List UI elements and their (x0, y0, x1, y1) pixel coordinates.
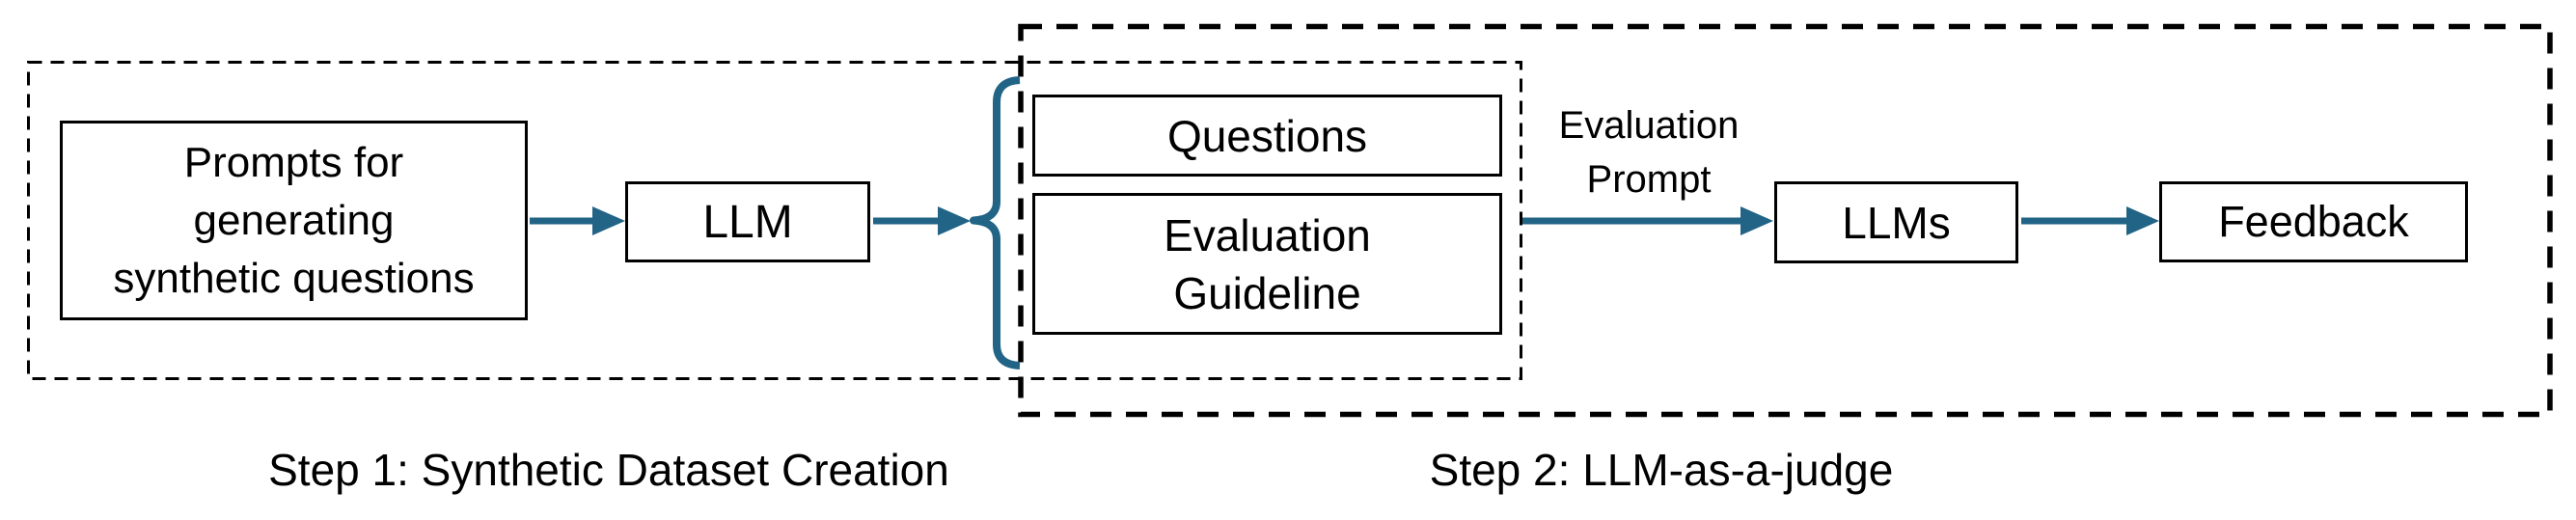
llms-label: LLMs (1842, 197, 1951, 248)
step2-caption: Step 2: LLM-as-a-judge (1429, 445, 1894, 495)
arrowhead-icon (2126, 206, 2159, 235)
step1-dashed-border (27, 61, 1522, 380)
guideline-line: Evaluation (1164, 209, 1371, 260)
prompts-node: Prompts for generating synthetic questio… (60, 121, 528, 320)
feedback-node: Feedback (2159, 181, 2468, 262)
questions-label: Questions (1166, 110, 1368, 161)
prompts-line: Prompts for (183, 138, 404, 186)
llm-node: LLM (625, 181, 870, 262)
arrowhead-icon (592, 206, 625, 235)
curly-brace-icon (970, 76, 1021, 369)
llm-label: LLM (702, 196, 793, 248)
edge-label-line: Evaluation (1558, 104, 1740, 147)
step2-dashed-border (1018, 23, 2553, 418)
prompts-line: synthetic questions (113, 254, 475, 302)
arrowhead-icon (1740, 206, 1773, 235)
guideline-line: Guideline (1173, 267, 1361, 318)
step1-caption: Step 1: Synthetic Dataset Creation (268, 445, 949, 495)
evaluation-guideline-node: Evaluation Guideline (1032, 193, 1502, 335)
arrow-outputs-to-llms (1522, 206, 1773, 235)
evaluation-prompt-edge-label: Evaluation Prompt (1504, 98, 1794, 206)
arrow-prompts-to-llm (530, 206, 625, 235)
llms-node: LLMs (1774, 181, 2018, 263)
edge-label-line: Prompt (1586, 158, 1712, 201)
feedback-label: Feedback (2218, 197, 2409, 246)
arrow-llm-to-outputs (873, 206, 971, 235)
arrowhead-icon (938, 206, 971, 235)
prompts-line: generating (193, 196, 395, 244)
questions-node: Questions (1032, 95, 1502, 177)
arrow-llms-to-feedback (2021, 206, 2159, 235)
